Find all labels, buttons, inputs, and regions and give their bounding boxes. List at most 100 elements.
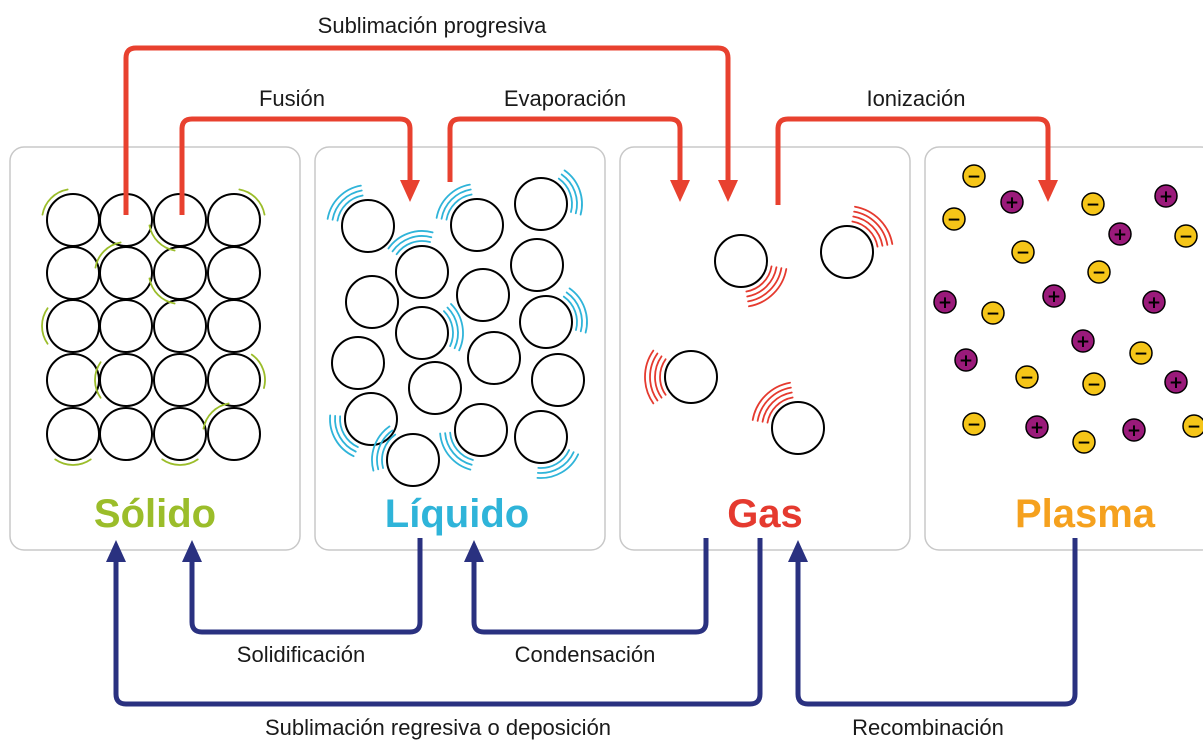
vibration-arc <box>745 265 773 293</box>
negative-ion-sign: − <box>1077 433 1091 453</box>
liquid-particle <box>510 238 564 292</box>
negative-ion-sign: − <box>1092 263 1106 283</box>
positive-ion <box>933 290 957 314</box>
vibration-arc <box>94 361 102 399</box>
vibration-arc <box>446 306 459 350</box>
liquid-particles <box>326 169 588 487</box>
negative-ion-sign: − <box>1020 368 1034 388</box>
positive-ion <box>1164 370 1188 394</box>
vibration-arc <box>450 303 464 352</box>
vibration-arc <box>449 431 474 461</box>
vibration-arc <box>659 358 667 396</box>
label-solidificacion: Solidificación <box>237 642 365 667</box>
negative-ion <box>1082 372 1106 396</box>
liquid-particle <box>519 295 573 349</box>
positive-ion-sign: + <box>1047 287 1061 307</box>
positive-ion <box>1025 415 1049 439</box>
positive-ion <box>1042 284 1066 308</box>
gas-particle <box>820 225 874 279</box>
vibration-arc <box>94 241 122 269</box>
positive-ion-sign: + <box>938 293 952 313</box>
positive-ion <box>1000 190 1024 214</box>
negative-ion <box>1182 414 1203 438</box>
positive-ion-sign: + <box>1113 225 1127 245</box>
vibration-arc <box>435 183 471 219</box>
negative-ion-sign: − <box>1016 243 1030 263</box>
solid-particle <box>153 353 207 407</box>
gas-particles <box>644 205 894 455</box>
vibration-arc <box>334 414 357 453</box>
vibration-arc <box>536 453 580 479</box>
liquid-particle <box>395 245 449 299</box>
solid-particle <box>207 353 261 407</box>
solid-particle <box>99 299 153 353</box>
solid-particles <box>41 188 266 466</box>
negative-ion <box>1129 341 1153 365</box>
vibration-arc <box>41 307 49 345</box>
positive-ion-sign: + <box>1169 373 1183 393</box>
vibration-arc <box>853 210 889 246</box>
positive-ion <box>954 348 978 372</box>
vibration-arc <box>381 433 397 469</box>
vibration-arc <box>756 386 792 422</box>
label-sublimacion-regresiva: Sublimación regresiva o deposición <box>265 715 611 740</box>
positive-ion <box>1142 290 1166 314</box>
state-label-plasma: Plasma <box>1015 492 1156 536</box>
negative-ion-sign: − <box>967 167 981 187</box>
vibration-arc <box>391 235 433 253</box>
solid-particle <box>46 246 100 300</box>
state-label-liquid: Líquido <box>385 492 529 536</box>
vibration-arc <box>440 188 472 220</box>
negative-ion-sign: − <box>986 304 1000 324</box>
vibration-arc <box>851 220 879 248</box>
vibration-arc <box>439 432 472 471</box>
liquid-particle <box>467 331 521 385</box>
positive-ion-sign: + <box>1127 421 1141 441</box>
vibration-arc <box>644 349 655 405</box>
vibration-arc <box>649 352 659 402</box>
negative-ion <box>942 207 966 231</box>
vibration-arc <box>331 189 363 221</box>
vibration-arc <box>568 287 588 334</box>
gas-particle <box>664 350 718 404</box>
vibration-arc <box>443 310 454 348</box>
solid-particle <box>153 407 207 461</box>
positive-ion <box>1122 418 1146 442</box>
solid-particle <box>207 299 261 353</box>
positive-ion-sign: + <box>1159 187 1173 207</box>
liquid-particle <box>395 306 449 360</box>
negative-ion <box>1081 192 1105 216</box>
vibration-arc <box>326 184 362 220</box>
liquid-particle <box>344 392 398 446</box>
vibration-arc <box>766 396 794 424</box>
liquid-particle <box>531 353 585 407</box>
condensacion-arrow <box>471 538 709 635</box>
negative-ion <box>1015 365 1039 389</box>
label-ionizacion: Ionización <box>866 86 965 111</box>
vibration-arc <box>557 177 573 213</box>
gas-box <box>619 146 911 551</box>
solid-particle <box>153 246 207 300</box>
negative-ion <box>1072 430 1096 454</box>
liquid-particle <box>456 268 510 322</box>
positive-ion <box>1108 222 1132 246</box>
solid-particle <box>207 407 261 461</box>
vibration-arc <box>563 169 583 216</box>
positive-ion <box>1154 184 1178 208</box>
vibration-arc <box>565 291 583 333</box>
vibration-arc <box>536 451 575 474</box>
plasma-box <box>924 146 1203 551</box>
vibration-arc <box>387 230 434 250</box>
solid-particle <box>99 246 153 300</box>
positive-ion-sign: + <box>1030 418 1044 438</box>
state-label-solid: Sólido <box>94 492 216 536</box>
positive-ion-sign: + <box>959 351 973 371</box>
vibration-arc <box>444 432 473 466</box>
vibration-arc <box>238 188 266 216</box>
solid-particle <box>46 353 100 407</box>
plasma-particles: +++++++++++−−−−−−−−−−−−− <box>933 164 1203 454</box>
positive-ion-sign: + <box>1076 332 1090 352</box>
fusion-arrow <box>179 116 413 215</box>
negative-ion <box>1087 260 1111 284</box>
negative-ion <box>962 164 986 188</box>
